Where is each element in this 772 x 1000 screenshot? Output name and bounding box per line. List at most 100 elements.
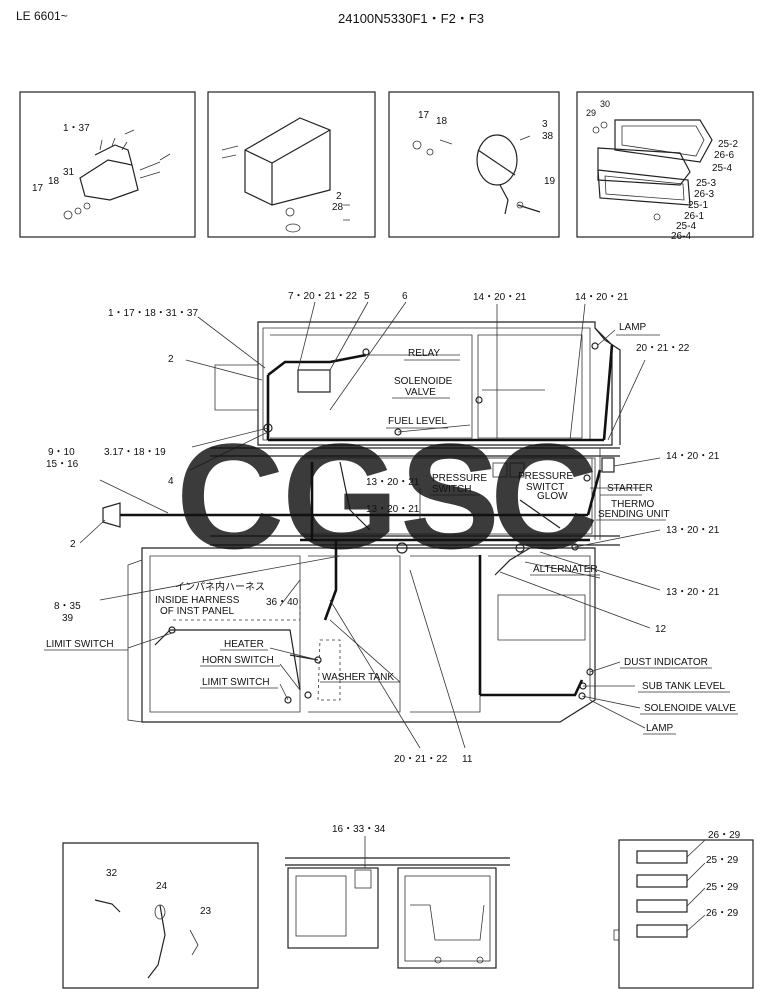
callout: 25-1 bbox=[688, 200, 708, 211]
watermark-letter: C bbox=[490, 412, 598, 580]
leader-lines bbox=[44, 301, 738, 749]
fuel-level-label: FUEL LEVEL bbox=[388, 416, 448, 427]
callout: 26-4 bbox=[671, 231, 691, 242]
thermo-label: THERMO bbox=[611, 499, 655, 510]
solenoide-valve-label: VALVE bbox=[405, 387, 436, 398]
inside-harness-label: INSIDE HARNESS bbox=[155, 595, 240, 606]
sub-tank-level-label: SUB TANK LEVEL bbox=[642, 681, 725, 692]
callout: 4 bbox=[168, 476, 174, 487]
dust-indicator-label: DUST INDICATOR bbox=[624, 657, 708, 668]
callout: 23 bbox=[200, 906, 212, 917]
machine-outline bbox=[127, 321, 621, 723]
callout: 29 bbox=[586, 108, 596, 118]
callout: 11 bbox=[462, 754, 473, 765]
callout: 18 bbox=[436, 116, 448, 127]
lamp-label: LAMP bbox=[646, 723, 674, 734]
callout: 20・21・22 bbox=[394, 754, 448, 765]
callout: 13・20・21 bbox=[666, 587, 720, 598]
glow-pressure-label: GLOW bbox=[537, 491, 568, 502]
callout: 6 bbox=[402, 291, 408, 302]
bottom-panel-center: 16・33・34 bbox=[285, 824, 510, 969]
callout: 26-1 bbox=[684, 211, 704, 222]
callout: 5 bbox=[364, 291, 370, 302]
watermark-letter: S bbox=[400, 412, 500, 580]
callout: 24 bbox=[156, 881, 168, 892]
bottom-panel-right: 26・29 25・29 25・29 26・29 bbox=[613, 830, 754, 989]
callout: 14・20・21 bbox=[575, 292, 629, 303]
callout: 32 bbox=[106, 868, 118, 879]
thermo-label: SENDING UNIT bbox=[598, 509, 670, 520]
limit-switch-label: LIMIT SWITCH bbox=[202, 677, 270, 688]
callout: 2 bbox=[70, 539, 76, 550]
callout: 25-4 bbox=[712, 163, 732, 174]
callout: 7・20・21・22 bbox=[288, 291, 357, 302]
callout: 2 bbox=[168, 354, 174, 365]
top-panel-3: 17 18 3 38 19 bbox=[388, 91, 560, 238]
callout: 25-4 bbox=[676, 221, 696, 232]
callout: 38 bbox=[542, 131, 554, 142]
callout: 25-3 bbox=[696, 178, 716, 189]
solenoide-valve-label: SOLENOIDE bbox=[394, 376, 453, 387]
part-number-label: 24100N5330F1・F2・F3 bbox=[338, 11, 484, 26]
bottom-panel-left: 32 24 23 bbox=[62, 842, 259, 989]
callout: 13・20・21 bbox=[366, 504, 420, 515]
horn-switch-label: HORN SWITCH bbox=[202, 655, 274, 666]
washer-tank-label: WASHER TANK bbox=[322, 672, 394, 683]
callout: 17 bbox=[32, 183, 44, 194]
solenoide-valve-label: SOLENOIDE VALVE bbox=[644, 703, 736, 714]
callout: 16・33・34 bbox=[332, 824, 386, 835]
relay-label: RELAY bbox=[408, 348, 440, 359]
callout: 25・29 bbox=[706, 855, 739, 866]
callout: 3.17・18・19 bbox=[104, 447, 166, 458]
callout: 8・35 bbox=[54, 601, 81, 612]
starter-label: STARTER bbox=[607, 483, 653, 494]
callout: 19 bbox=[544, 176, 556, 187]
glow-pressure-label: SWITCT bbox=[526, 482, 564, 493]
callout: 25-2 bbox=[718, 139, 738, 150]
callout: 14・20・21 bbox=[666, 451, 720, 462]
inside-harness-label: OF INST PANEL bbox=[160, 606, 235, 617]
callout: 2 bbox=[336, 191, 342, 202]
glow-pressure-label: PRESSURE bbox=[518, 471, 573, 482]
main-callouts: 1・17・18・31・37 2 7・20・21・22 5 6 14・20・21 … bbox=[46, 291, 720, 765]
wire-harness bbox=[102, 342, 615, 704]
inside-harness-label: インパネ内ハーネス bbox=[175, 580, 265, 593]
component-labels: LAMP RELAY SOLENOIDE VALVE FUEL LEVEL PR… bbox=[46, 322, 736, 734]
pressure-switch-label: PRESSURE bbox=[432, 473, 487, 484]
watermark-letter: G bbox=[282, 412, 399, 580]
callout: 25・29 bbox=[706, 882, 739, 893]
limit-switch-label: LIMIT SWITCH bbox=[46, 639, 114, 650]
callout: 12 bbox=[655, 624, 667, 635]
callout: 15・16 bbox=[46, 459, 79, 470]
top-panel-2: 2 28 bbox=[207, 91, 376, 238]
callout: 26・29 bbox=[708, 830, 741, 841]
heater-label: HEATER bbox=[224, 639, 264, 650]
top-panel-4: 29 30 25-2 26-6 25-4 25-3 26-3 25-1 26-1… bbox=[576, 91, 754, 242]
top-panel-1: 1・37 18 31 17 bbox=[19, 91, 196, 238]
alternater-label: ALTERNATER bbox=[533, 564, 598, 575]
callout: 3 bbox=[542, 119, 548, 130]
callout: 9・10 bbox=[48, 447, 75, 458]
callout: 1・37 bbox=[63, 123, 90, 134]
callout: 17 bbox=[418, 110, 430, 121]
pressure-switch-label: SWITCH bbox=[432, 484, 471, 495]
callout: 14・20・21 bbox=[473, 292, 527, 303]
callout: 36・40 bbox=[266, 597, 299, 608]
callout: 26・29 bbox=[706, 908, 739, 919]
callout: 13・20・21 bbox=[666, 525, 720, 536]
watermark-letter: C bbox=[176, 412, 284, 580]
callout: 31 bbox=[63, 167, 75, 178]
callout: 13・20・21 bbox=[366, 477, 420, 488]
callout: 26-6 bbox=[714, 150, 734, 161]
callout: 20・21・22 bbox=[636, 343, 690, 354]
callout: 1・17・18・31・37 bbox=[108, 308, 198, 319]
model-label: LE 6601~ bbox=[16, 9, 68, 23]
callout: 30 bbox=[600, 99, 610, 109]
callout: 18 bbox=[48, 176, 60, 187]
callout: 39 bbox=[62, 613, 74, 624]
lamp-label: LAMP bbox=[619, 322, 647, 333]
callout: 26-3 bbox=[694, 189, 714, 200]
callout: 28 bbox=[332, 202, 344, 213]
